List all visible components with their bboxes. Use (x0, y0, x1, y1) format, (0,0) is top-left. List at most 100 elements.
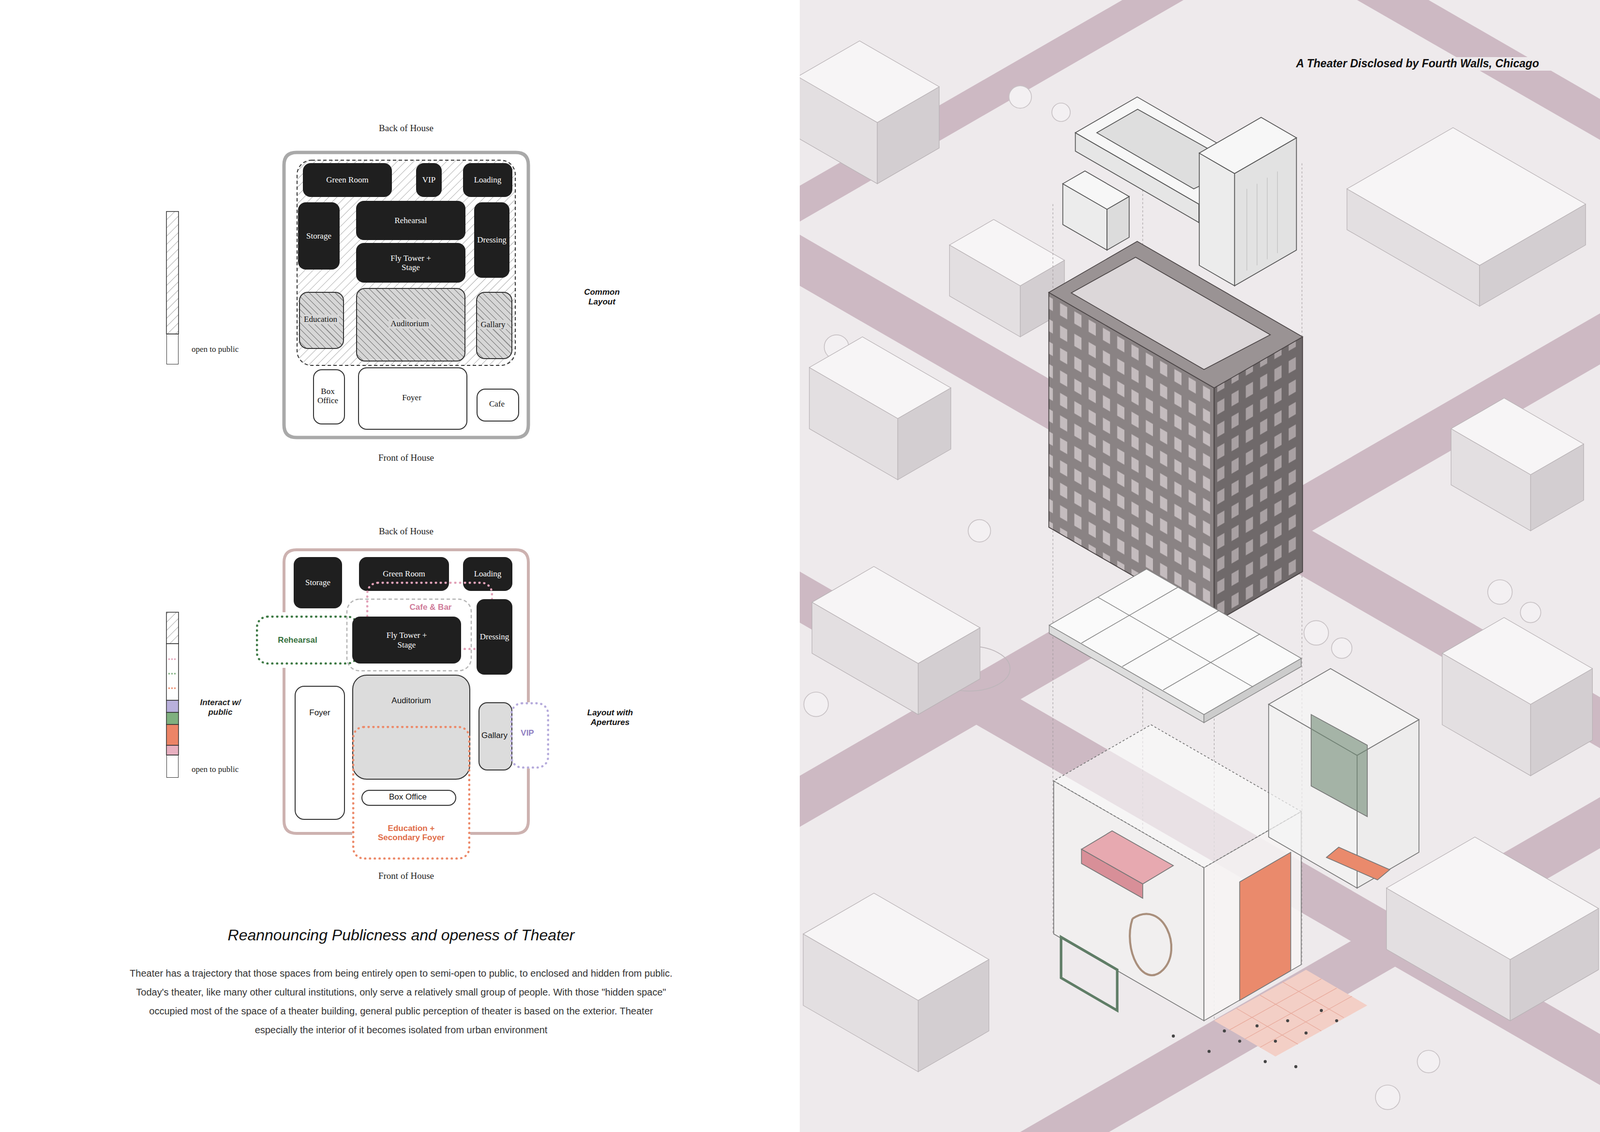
program-box: Green Room (358, 556, 449, 591)
text-area: Education + Secondary Foyer (357, 808, 466, 857)
legend-bar-green (166, 712, 179, 725)
legend-bar-hatch (166, 612, 179, 644)
hidden-zone (297, 160, 516, 366)
layout-frame: Back of HouseFront of HouseGreen RoomVIP… (282, 150, 530, 439)
program-label: Gallary (481, 730, 508, 740)
frame-label: Back of House (282, 525, 530, 537)
legend-bar-purple (166, 700, 179, 713)
legend-bar-hatch (166, 211, 179, 334)
program-label: Rehearsal (277, 635, 317, 645)
program-box: Education (299, 291, 344, 349)
text-area: Fly Tower + Stage (352, 616, 462, 664)
legend-label: Interact w/ public (192, 697, 249, 718)
program-box: Dressing (476, 598, 513, 675)
text-area: VIP (416, 163, 442, 197)
program-label: VIP (422, 175, 436, 185)
program-label: Green Room (326, 175, 369, 185)
text-area: Rehearsal (356, 200, 466, 240)
text-area: VIP (510, 702, 545, 764)
program-label: Loading (474, 568, 502, 579)
frame-label: Back of House (282, 122, 530, 134)
text-area: Education (299, 291, 343, 347)
frame-label: Front of House (282, 870, 530, 882)
legend-bar-orange (166, 724, 179, 746)
text-area: Loading (463, 163, 513, 197)
program-label: Dressing (479, 631, 509, 642)
program-box: VIP (416, 163, 442, 197)
legend-label: open to public (191, 764, 260, 775)
program-label: Box Office (388, 792, 427, 802)
program-box: Auditorium (356, 287, 466, 362)
legend-swatch (166, 754, 179, 778)
text-area: Box Office (361, 789, 455, 804)
text-area: Green Room (358, 556, 449, 591)
program-label: Foyer (309, 707, 330, 718)
legend-swatch (166, 333, 179, 365)
annotation-label: Common Layout (572, 287, 631, 308)
legend-label: open to public (191, 344, 260, 355)
program-box: Gallary (478, 702, 513, 771)
text-area: Auditorium (356, 287, 464, 360)
program-label: VIP (520, 728, 534, 738)
program-label: Box Office (315, 386, 341, 405)
text-area: Gallary (478, 702, 511, 769)
frame-line (284, 152, 529, 438)
text-area: Dressing (476, 598, 513, 675)
program-label: Education + Secondary Foyer (370, 823, 453, 842)
stage-zone (346, 598, 472, 671)
axonometric-illustration (799, 0, 1600, 1132)
program-label: Loading (474, 175, 502, 185)
program-box: Rehearsal (356, 200, 466, 240)
overlap-zone: Rehearsal (255, 615, 359, 665)
program-box: Loading (463, 556, 513, 591)
program-label: Green Room (382, 568, 425, 579)
program-box: Storage (298, 202, 340, 270)
program-box: Green Room (302, 163, 392, 197)
program-label: Dressing (477, 235, 507, 245)
text-area: Auditorium (352, 690, 471, 711)
program-label: Foyer (402, 392, 422, 403)
program-box: Fly Tower + Stage (356, 242, 466, 283)
program-label: Cafe (489, 399, 505, 409)
text-area: Box Office (313, 369, 344, 423)
text-area: Green Room (302, 163, 392, 197)
program-box: Storage (293, 556, 343, 609)
program-label: Cafe & Bar (409, 602, 452, 612)
text-area: Foyer (358, 367, 466, 428)
text-area: Storage (298, 202, 340, 270)
program-label: Auditorium (388, 318, 431, 329)
annotation-label: A Theater Disclosed by Fourth Walls, Chi… (1282, 57, 1554, 71)
legend-dash (168, 687, 177, 689)
program-box: Foyer (294, 685, 345, 820)
frame-line (284, 549, 529, 834)
legend-dash (168, 672, 177, 675)
board-caption: Theater has a trajectory that those spac… (129, 963, 673, 1040)
text-area: Dressing (474, 202, 510, 278)
program-label: Rehearsal (394, 215, 427, 225)
program-box: Gallary (476, 291, 513, 359)
legend-dash (168, 658, 177, 660)
board-title: Reannouncing Publicness and openess of T… (132, 926, 670, 944)
layout-frame: Back of HouseFront of HouseStorageGreen … (282, 548, 530, 835)
text-area: Rehearsal (258, 615, 337, 665)
program-label: Gallary (478, 319, 508, 329)
annotation-label: Layout with Apertures (578, 707, 642, 728)
text-area: Loading (463, 556, 513, 591)
program-label: Storage (305, 577, 331, 587)
legend-bar-white (166, 643, 179, 701)
program-label: Storage (306, 231, 332, 241)
program-box: Foyer (358, 367, 468, 430)
legend-bar-pink (166, 745, 179, 755)
program-label: Fly Tower + Stage (384, 253, 438, 272)
program-label: Auditorium (391, 695, 431, 705)
program-label: Fly Tower + Stage (380, 630, 434, 649)
program-box: Dressing (474, 202, 510, 278)
text-area: Fly Tower + Stage (356, 242, 466, 283)
program-label: Education (301, 314, 340, 324)
overlap-zone: VIP (510, 702, 550, 769)
frame-label: Front of House (282, 452, 530, 464)
program-box: Loading (463, 163, 513, 197)
program-box: Fly Tower + Stage (352, 616, 462, 664)
text-area: Cafe (476, 388, 518, 420)
text-area: Gallary (476, 291, 511, 358)
